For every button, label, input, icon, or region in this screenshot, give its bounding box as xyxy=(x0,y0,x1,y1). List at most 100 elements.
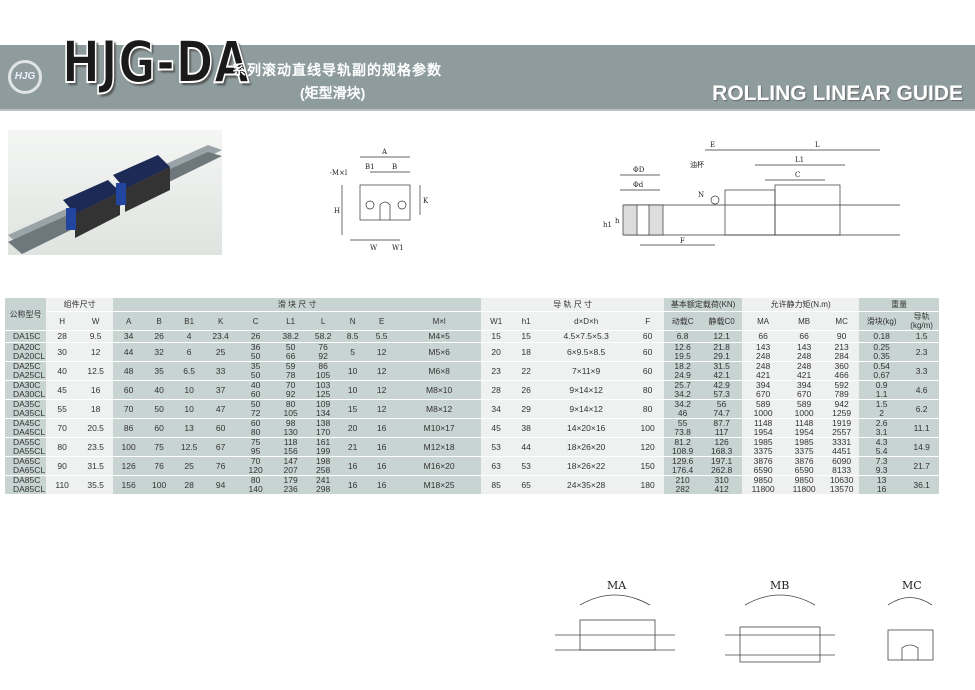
value-cell: 23.4 xyxy=(204,331,238,343)
value-cell: 28 xyxy=(46,331,79,343)
value-cell: 180 xyxy=(631,476,665,495)
value-cell: 120 xyxy=(631,438,665,457)
value-cell: 66 xyxy=(784,331,825,343)
value-cell: 60 xyxy=(204,419,238,438)
dim-d: Φd xyxy=(633,181,644,189)
value-cell: 90 xyxy=(824,331,860,343)
value-cell: 16 xyxy=(339,457,367,476)
value-cell: 70 xyxy=(46,419,79,438)
value-cell: 2.6 3.1 xyxy=(859,419,905,438)
value-cell: 942 1259 xyxy=(824,400,860,419)
value-cell: 81.2 108.9 xyxy=(664,438,702,457)
value-cell: 161 199 xyxy=(307,438,340,457)
column-header: MA xyxy=(742,312,785,331)
value-cell: 4.3 5.4 xyxy=(859,438,905,457)
value-cell: 32 xyxy=(144,343,175,362)
value-cell: 25.7 34.2 xyxy=(664,381,702,400)
value-cell: 1.5 2 xyxy=(859,400,905,419)
value-cell: 11.1 xyxy=(904,419,940,438)
value-cell: 12 xyxy=(366,400,398,419)
value-cell: 394 670 xyxy=(742,381,785,400)
value-cell: 248 421 xyxy=(742,362,785,381)
value-cell: 4.5×7.5×5.3 xyxy=(541,331,632,343)
value-cell: M8×12 xyxy=(397,400,482,419)
value-cell: 60 80 xyxy=(237,419,275,438)
value-cell: 129.6 176.4 xyxy=(664,457,702,476)
value-cell: 156 xyxy=(113,476,145,495)
value-cell: 86 105 xyxy=(307,362,340,381)
value-cell: 90 xyxy=(46,457,79,476)
value-cell: 55 xyxy=(46,400,79,419)
value-cell: 60 xyxy=(631,362,665,381)
value-cell: 21.8 29.1 xyxy=(701,343,743,362)
value-cell: 9.5 xyxy=(78,331,114,343)
value-cell: 47 xyxy=(204,400,238,419)
table-group-header-row: 公称型号组件尺寸滑 块 尺 寸导 轨 尺 寸基本额定载荷(KN)允许静力矩(N.… xyxy=(5,298,940,331)
value-cell: 143 248 xyxy=(742,343,785,362)
value-cell: 29 xyxy=(511,400,542,419)
value-cell: 589 1000 xyxy=(742,400,785,419)
dim-C: C xyxy=(795,171,800,179)
value-cell: 26 xyxy=(237,331,275,343)
value-cell: 31.5 xyxy=(78,457,114,476)
moment-label-ma: MA xyxy=(607,579,627,592)
column-header: B xyxy=(144,312,175,331)
value-cell: 34.2 46 xyxy=(664,400,702,419)
value-cell: 21 xyxy=(339,438,367,457)
subtitle-zh: (矩型滑块) xyxy=(300,85,366,101)
value-cell: M10×17 xyxy=(397,419,482,438)
value-cell: 0.9 1.1 xyxy=(859,381,905,400)
value-cell: 1.5 xyxy=(904,331,940,343)
value-cell: 70 92 xyxy=(274,381,308,400)
value-cell: 34 xyxy=(481,400,512,419)
value-cell: 76 xyxy=(144,457,175,476)
value-cell: 18 xyxy=(78,400,114,419)
value-cell: 45 xyxy=(481,419,512,438)
value-cell: 20 xyxy=(481,343,512,362)
value-cell: 7×11×9 xyxy=(541,362,632,381)
value-cell: 1985 3375 xyxy=(784,438,825,457)
value-cell: 94 xyxy=(204,476,238,495)
value-cell: 12 xyxy=(366,362,398,381)
value-cell: 103 125 xyxy=(307,381,340,400)
value-cell: 9×14×12 xyxy=(541,400,632,419)
value-cell: 109 134 xyxy=(307,400,340,419)
value-cell: 2.3 xyxy=(904,343,940,362)
value-cell: 5 xyxy=(339,343,367,362)
value-cell: 198 258 xyxy=(307,457,340,476)
model-cell: DA55C DA55CL xyxy=(5,438,47,457)
value-cell: 1148 1954 xyxy=(784,419,825,438)
value-cell: 3876 6590 xyxy=(784,457,825,476)
dim-E: E xyxy=(710,141,715,149)
value-cell: 44 xyxy=(511,438,542,457)
value-cell: 45 xyxy=(46,381,79,400)
product-photo xyxy=(8,130,222,255)
value-cell: 22 xyxy=(511,362,542,381)
value-cell: 9850 11800 xyxy=(784,476,825,495)
dim-F: F xyxy=(680,237,685,245)
value-cell: 10 xyxy=(339,381,367,400)
moment-MC-diagram: MC xyxy=(887,579,934,661)
value-cell: 126 168.3 xyxy=(701,438,743,457)
value-cell: 59 78 xyxy=(274,362,308,381)
value-cell: 7.3 9.3 xyxy=(859,457,905,476)
value-cell: 34 xyxy=(113,331,145,343)
value-cell: 35.5 xyxy=(78,476,114,495)
value-cell: 6 xyxy=(174,343,205,362)
column-header: N xyxy=(339,312,367,331)
value-cell: 66 xyxy=(742,331,785,343)
value-cell: 16 xyxy=(78,381,114,400)
value-cell: 9850 11800 xyxy=(742,476,785,495)
value-cell: 63 xyxy=(481,457,512,476)
spec-table: 公称型号组件尺寸滑 块 尺 寸导 轨 尺 寸基本额定载荷(KN)允许静力矩(N.… xyxy=(5,298,940,495)
value-cell: 20.5 xyxy=(78,419,114,438)
column-header: F xyxy=(631,312,665,331)
company-logo: HJG xyxy=(8,60,42,94)
value-cell: 20 xyxy=(339,419,367,438)
value-cell: 53 xyxy=(481,438,512,457)
value-cell: 58.2 xyxy=(307,331,340,343)
